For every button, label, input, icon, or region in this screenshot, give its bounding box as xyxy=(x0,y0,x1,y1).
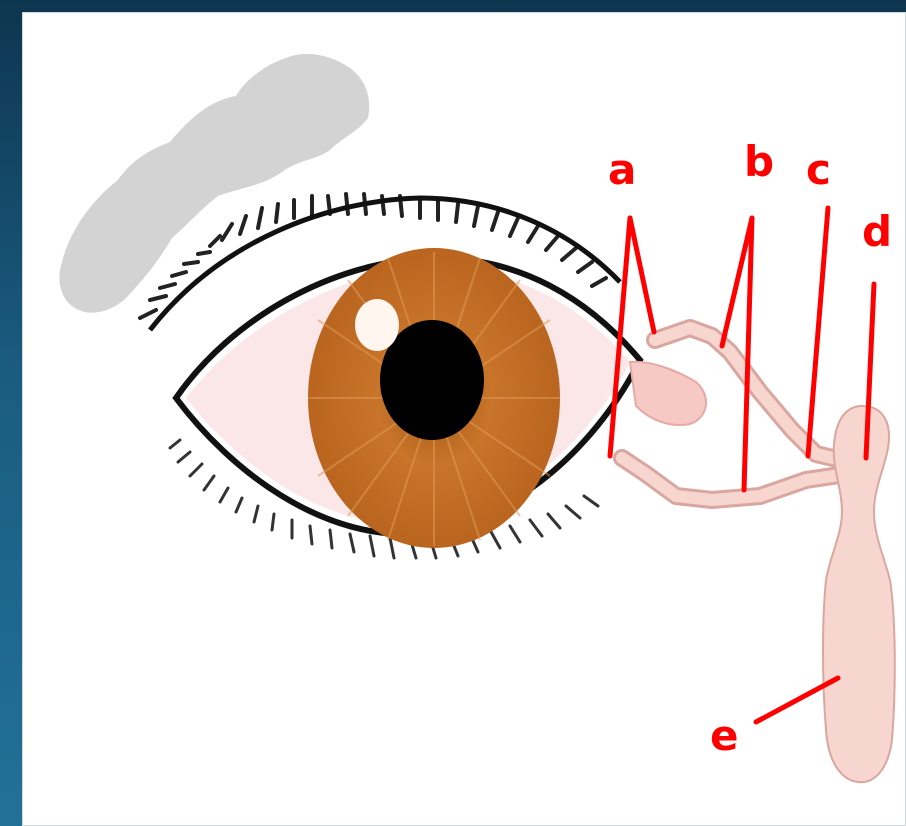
label-b: b xyxy=(744,137,774,186)
pointer-b-2 xyxy=(744,218,752,490)
pointer-c xyxy=(808,208,828,456)
label-a: a xyxy=(608,145,636,194)
label-e: e xyxy=(710,711,739,760)
eyebrow-shape xyxy=(59,54,369,313)
caruncle xyxy=(630,362,706,425)
pointer-a-2 xyxy=(630,218,654,332)
label-c: c xyxy=(806,145,831,194)
label-d: d xyxy=(862,207,892,256)
lacrimal-sac-and-duct xyxy=(823,406,895,782)
eye-highlight xyxy=(355,299,399,351)
